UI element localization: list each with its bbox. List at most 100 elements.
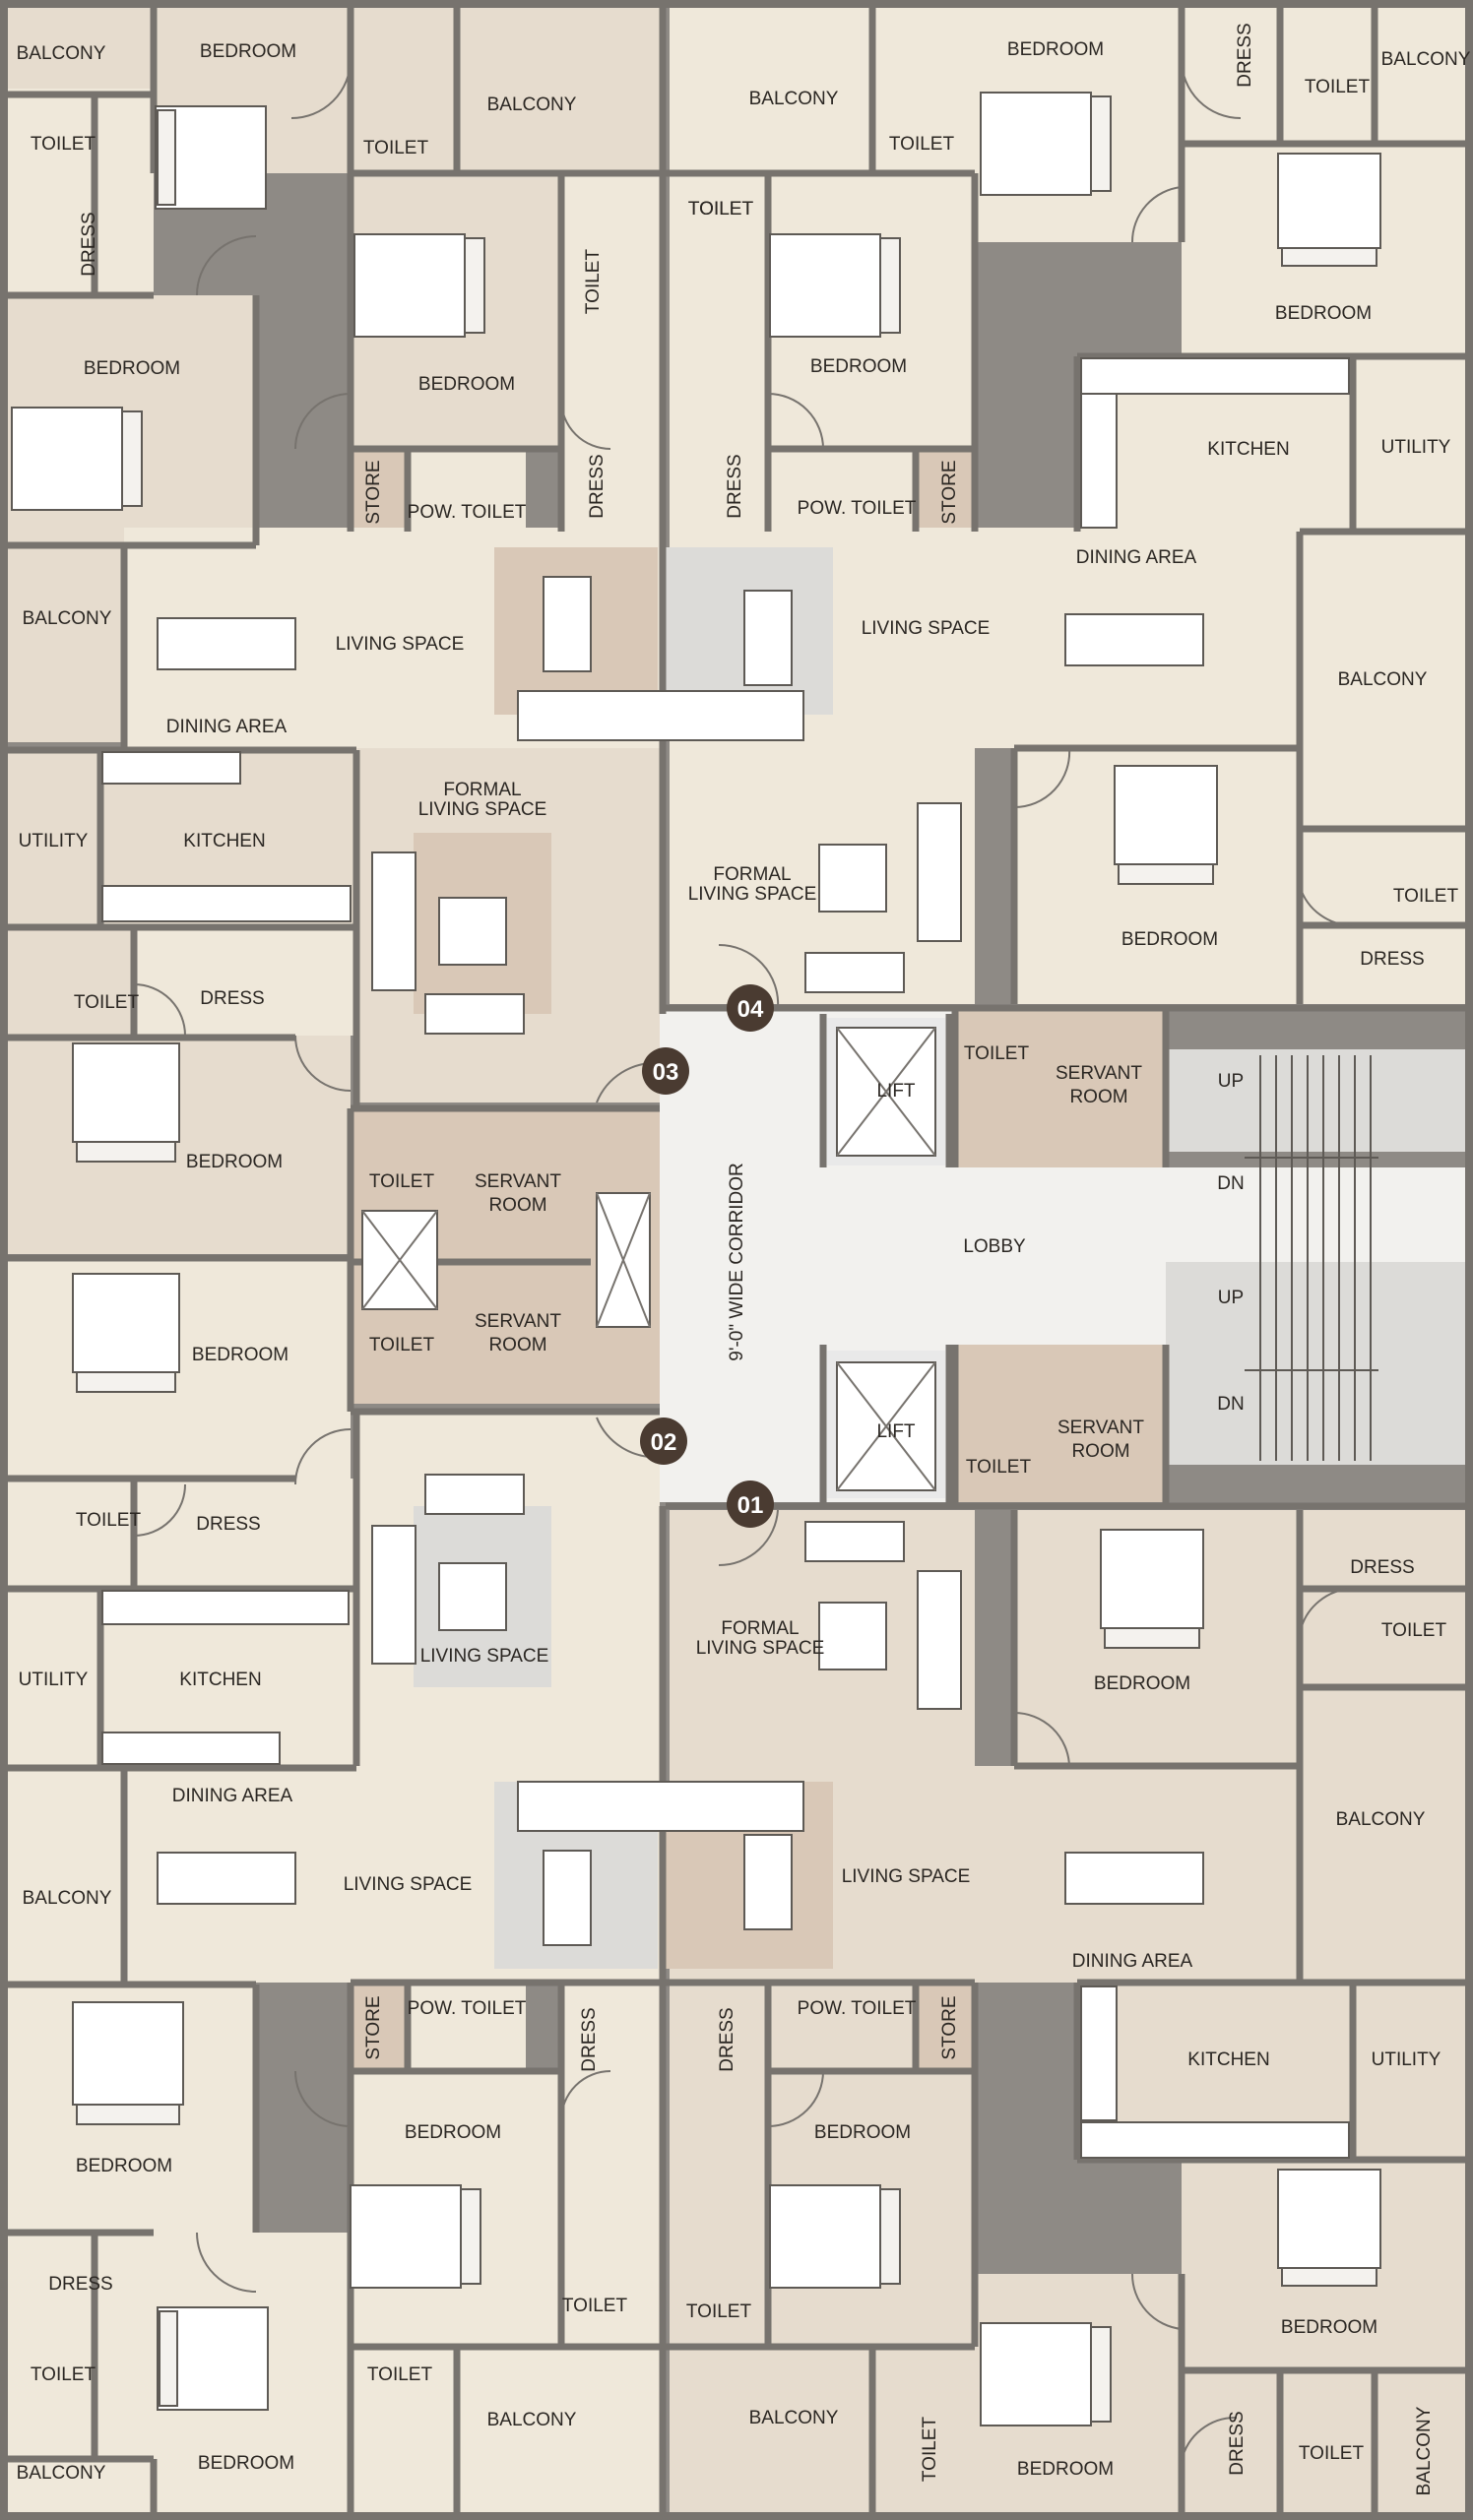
- room-store: [916, 449, 975, 528]
- label-bedroom: BEDROOM: [1017, 2459, 1114, 2480]
- room-balcony: [1300, 1687, 1467, 1983]
- label-bedroom: BEDROOM: [418, 374, 515, 395]
- room-utility: [1353, 1983, 1467, 2160]
- lift-car: [836, 1361, 936, 1491]
- coffee-table: [438, 897, 507, 966]
- svg-text:04: 04: [737, 996, 764, 1023]
- label-toilet: TOILET: [583, 249, 604, 315]
- kitchen-counter: [101, 1590, 350, 1625]
- label-bedroom: BEDROOM: [192, 1345, 288, 1365]
- label-balcony: BALCONY: [17, 43, 106, 64]
- label-living-space: LIVING SPACE: [862, 618, 991, 639]
- sofa: [424, 1474, 525, 1515]
- label-formal: FORMAL: [713, 864, 791, 885]
- label-toilet: TOILET: [920, 2417, 940, 2483]
- label-toilet: TOILET: [369, 1335, 435, 1355]
- unit-badges: 01 02 03 04: [640, 984, 774, 1528]
- label-dress: DRESS: [200, 988, 264, 1009]
- label-dress: DRESS: [1350, 1557, 1414, 1578]
- room-store: [916, 1983, 975, 2071]
- media-unit: [517, 1781, 804, 1832]
- room-balcony: [1375, 6, 1467, 144]
- label-toilet: TOILET: [31, 134, 96, 155]
- label-servant-room: ROOM: [488, 1195, 546, 1216]
- room-dress: [1300, 925, 1467, 1004]
- bed: [72, 1042, 180, 1163]
- room-dress: [95, 89, 154, 295]
- label-balcony: BALCONY: [1338, 669, 1428, 690]
- label-living-space: LIVING SPACE: [420, 1646, 549, 1667]
- label-pow-toilet: POW. TOILET: [408, 502, 527, 523]
- label-lift: LIFT: [876, 1421, 915, 1442]
- room-utility: [1353, 354, 1467, 532]
- label-balcony: BALCONY: [487, 94, 577, 115]
- label-bedroom: BEDROOM: [200, 41, 296, 62]
- label-toilet: TOILET: [562, 2296, 628, 2316]
- sofa: [804, 952, 905, 993]
- svg-text:01: 01: [737, 1492, 764, 1519]
- room-balcony: [6, 6, 154, 89]
- sofa: [804, 1521, 905, 1562]
- room-store: [351, 449, 408, 528]
- label-bedroom: BEDROOM: [84, 358, 180, 379]
- label-servant-room: ROOM: [488, 1335, 546, 1355]
- label-balcony: BALCONY: [23, 608, 112, 629]
- label-toilet: TOILET: [1299, 2443, 1365, 2464]
- label-toilet: TOILET: [1393, 886, 1459, 907]
- room-balcony: [457, 6, 660, 173]
- label-bedroom: BEDROOM: [810, 356, 907, 377]
- bed: [157, 2306, 269, 2411]
- label-toilet: TOILET: [76, 1510, 142, 1531]
- room-pow-toilet: [768, 449, 916, 528]
- bed: [769, 233, 901, 338]
- label-kitchen: KITCHEN: [1187, 2049, 1269, 2070]
- room-toilet: [6, 925, 134, 1036]
- stairs-lower: [1245, 1270, 1378, 1461]
- label-balcony: BALCONY: [749, 89, 839, 109]
- label-dn: DN: [1217, 1173, 1244, 1194]
- label-dress: DRESS: [587, 454, 608, 518]
- room-balcony: [6, 2459, 154, 2514]
- lift-car: [836, 1027, 936, 1157]
- label-toilet: TOILET: [367, 2364, 433, 2385]
- label-dress: DRESS: [1360, 949, 1424, 970]
- coffee-table: [818, 1602, 887, 1670]
- label-dress: DRESS: [1227, 2411, 1248, 2475]
- room-toilet: [6, 1479, 134, 1589]
- svg-text:03: 03: [653, 1059, 679, 1086]
- sofa: [371, 1525, 416, 1665]
- label-servant: SERVANT: [475, 1311, 561, 1332]
- room-pow-toilet: [408, 449, 526, 528]
- label-toilet: TOILET: [74, 992, 140, 1013]
- label-bedroom: BEDROOM: [814, 2122, 911, 2143]
- room-toilet: [1280, 2370, 1375, 2514]
- sofa: [917, 802, 962, 942]
- room-toilet: [351, 6, 457, 173]
- label-toilet: TOILET: [369, 1171, 435, 1192]
- kitchen-counter: [101, 885, 352, 922]
- room-toilet: [872, 2347, 971, 2514]
- room-balcony: [1300, 532, 1467, 827]
- stairwell: [1166, 1049, 1467, 1152]
- room-balcony: [1375, 2370, 1467, 2514]
- room-balcony: [670, 6, 872, 173]
- room-pow-toilet: [768, 1983, 916, 2071]
- stairwell: [1166, 1262, 1467, 1465]
- kitchen-counter: [101, 1732, 281, 1765]
- sofa: [743, 1834, 793, 1930]
- label-living-space: LIVING SPACE: [336, 634, 465, 655]
- room-servant: [955, 1345, 1166, 1502]
- label-formal: FORMAL: [721, 1618, 799, 1639]
- bed: [72, 1273, 180, 1393]
- bed: [1277, 153, 1381, 267]
- room-utility: [6, 1589, 100, 1766]
- room-utility: [6, 748, 100, 925]
- room-dress: [1182, 2370, 1280, 2514]
- label-formal-living: LIVING SPACE: [696, 1638, 825, 1659]
- unit-badge-01: 01: [727, 1480, 774, 1528]
- label-toilet: TOILET: [688, 199, 754, 220]
- bed: [72, 2001, 184, 2125]
- room-toilet: [561, 1983, 660, 2347]
- sofa: [743, 590, 793, 686]
